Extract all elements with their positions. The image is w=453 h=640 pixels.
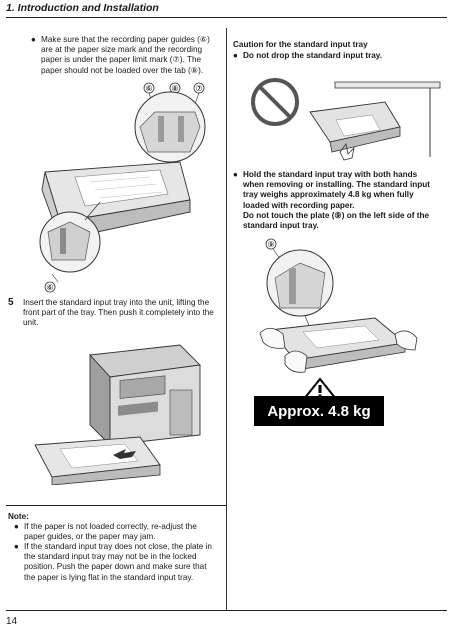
page-header-title: 1. Introduction and Installation [6, 2, 159, 14]
text-line: paper should not be loaded over the tab … [41, 65, 204, 75]
text-line: front part of the tray. Then push it com… [23, 308, 214, 318]
text-line: position. Push the paper down and make s… [24, 562, 207, 572]
paper-tray-illustration: ⑥ ⑧ ⑦ ⑥ [39, 82, 206, 293]
text-line: Hold the standard input tray with both h… [243, 170, 418, 179]
text-line: the paper is lying flat in the standard … [24, 572, 194, 582]
text-line: Insert the standard input tray into the … [23, 298, 210, 307]
text-line: loaded with recording paper. [243, 200, 355, 210]
bullet-text-guides: Make sure that the recording paper guide… [41, 35, 210, 76]
text-line: paper guides, or the paper may jam. [24, 532, 156, 542]
text-line: If the standard input tray does not clos… [24, 542, 212, 551]
note-item-reload: If the paper is not loaded correctly, re… [24, 522, 197, 542]
label-seven: ⑦ [195, 84, 202, 93]
bullet-dot: ● [14, 522, 19, 531]
label-eight: ⑧ [171, 84, 178, 93]
caution-title: Caution for the standard input tray [233, 40, 368, 49]
label-six-bottom: ⑥ [46, 283, 53, 292]
hands-holding-tray-illustration: ⑨ [259, 238, 418, 373]
step-number: 5 [8, 297, 14, 308]
do-not-drop-illustration [251, 78, 441, 161]
caution-item-drop: Do not drop the standard input tray. [243, 51, 383, 60]
note-item-plate: If the standard input tray does not clos… [24, 542, 212, 583]
weight-badge: Approx. 4.8 kg [254, 396, 384, 426]
column-divider [226, 28, 227, 610]
note-title: Note: [8, 512, 29, 521]
bullet-dot: ● [233, 51, 238, 60]
step-text-insert-tray: Insert the standard input tray into the … [23, 298, 214, 329]
label-six: ⑥ [145, 84, 152, 93]
label-nine: ⑨ [267, 240, 274, 249]
bullet-dot: ● [233, 170, 238, 179]
text-line: If the paper is not loaded correctly, re… [24, 522, 197, 531]
text-line: Make sure that the recording paper guide… [41, 35, 210, 44]
bullet-dot: ● [31, 35, 36, 44]
note-rule [6, 505, 226, 506]
printer-insert-tray-illustration [34, 344, 201, 485]
bullet-dot: ● [14, 542, 19, 551]
text-line: Do not touch the plate (⑨) on the left s… [243, 210, 430, 220]
text-line: when removing or installing. The standar… [243, 180, 430, 190]
text-line: unit. [23, 318, 39, 328]
hold-tray-text: Hold the standard input tray with both h… [243, 170, 430, 231]
text-line: standard input tray. [243, 221, 319, 231]
text-line: are at the paper size mark and the recor… [41, 45, 203, 55]
text-line: tray weighs approximately 4.8 kg when fu… [243, 190, 414, 200]
header-rule [6, 17, 447, 18]
text-line: paper is under the paper limit mark (⑦).… [41, 55, 202, 65]
page-number: 14 [6, 616, 18, 627]
text-line: the standard input tray may not be in th… [24, 552, 197, 562]
footer-rule [6, 610, 447, 611]
